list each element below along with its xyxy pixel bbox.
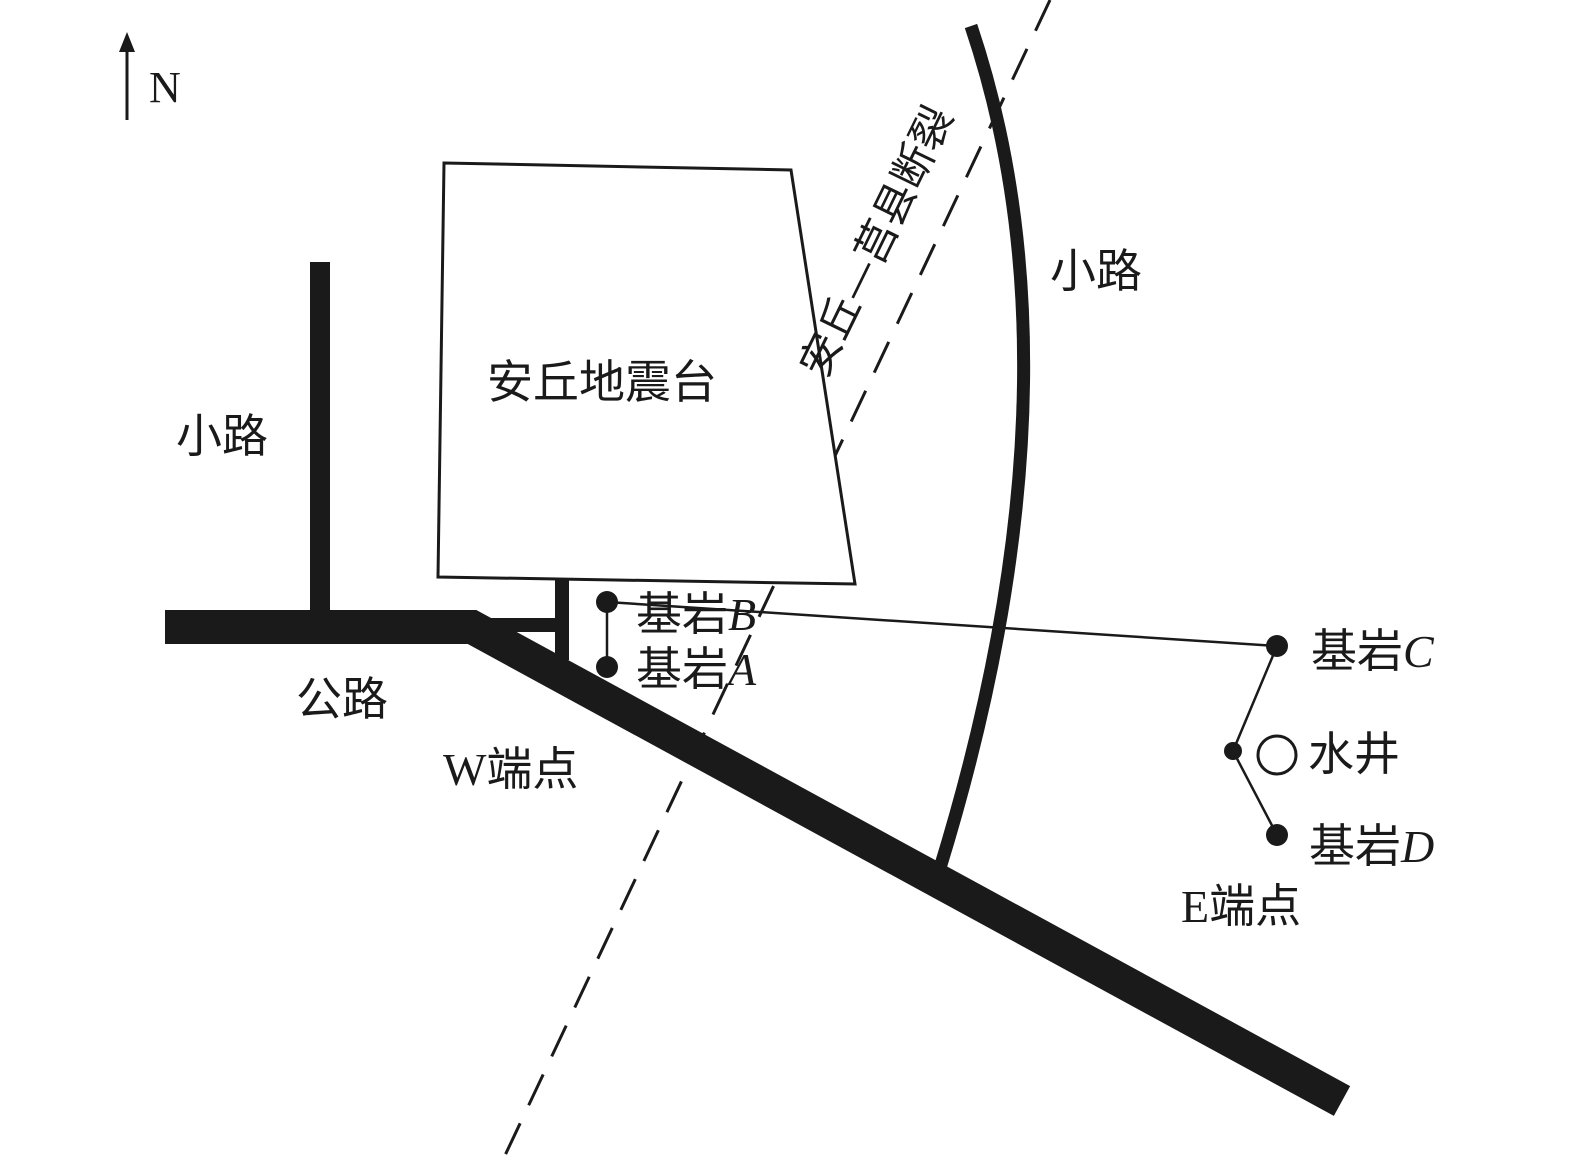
well-label: 水井 bbox=[1308, 727, 1400, 781]
highway bbox=[165, 610, 1351, 1116]
east-endpoint-prefix: E bbox=[1181, 881, 1209, 932]
highway-label: 公路 bbox=[296, 672, 388, 726]
bedrock-b-letter: B bbox=[728, 589, 756, 640]
bedrock-d-label: 基岩D bbox=[1309, 819, 1434, 873]
west-path-label: 小路 bbox=[176, 409, 268, 463]
north-arrow-head bbox=[119, 32, 135, 52]
bedrock-b-point bbox=[596, 591, 618, 613]
station-label: 安丘地震台 bbox=[487, 355, 717, 409]
west-endpoint-label: W端点 bbox=[443, 742, 578, 796]
bedrock-c-prefix: 基岩 bbox=[1311, 624, 1403, 678]
east-path-label: 小路 bbox=[1050, 244, 1142, 298]
north-label: N bbox=[149, 63, 181, 112]
bedrock-c-point bbox=[1266, 635, 1288, 657]
fault-label: 安丘—莒县断裂 bbox=[790, 99, 963, 385]
bedrock-b-label: 基岩B bbox=[636, 587, 756, 641]
well-icon bbox=[1256, 734, 1298, 776]
bedrock-a-point bbox=[596, 656, 618, 678]
west-endpoint-prefix: W bbox=[443, 744, 487, 795]
survey-node-point bbox=[1224, 742, 1242, 760]
bedrock-d-point bbox=[1266, 824, 1288, 846]
station-outline bbox=[436, 161, 857, 586]
bedrock-a-prefix: 基岩 bbox=[636, 642, 728, 696]
north-arrow: N bbox=[119, 32, 181, 120]
bedrock-c-label: 基岩C bbox=[1311, 624, 1435, 678]
station-connector bbox=[480, 578, 569, 660]
east-endpoint-label: E端点 bbox=[1181, 879, 1301, 933]
bedrock-a-label: 基岩A bbox=[636, 642, 757, 696]
survey-line-b-c bbox=[606, 600, 1278, 648]
east-path bbox=[933, 23, 1031, 870]
bedrock-a-letter: A bbox=[725, 644, 757, 695]
bedrock-c-letter: C bbox=[1403, 626, 1435, 677]
bedrock-d-prefix: 基岩 bbox=[1309, 819, 1401, 873]
west-endpoint-suffix: 端点 bbox=[486, 742, 578, 796]
bedrock-b-prefix: 基岩 bbox=[636, 587, 728, 641]
bedrock-d-letter: D bbox=[1400, 821, 1434, 872]
east-endpoint-suffix: 端点 bbox=[1209, 879, 1301, 933]
